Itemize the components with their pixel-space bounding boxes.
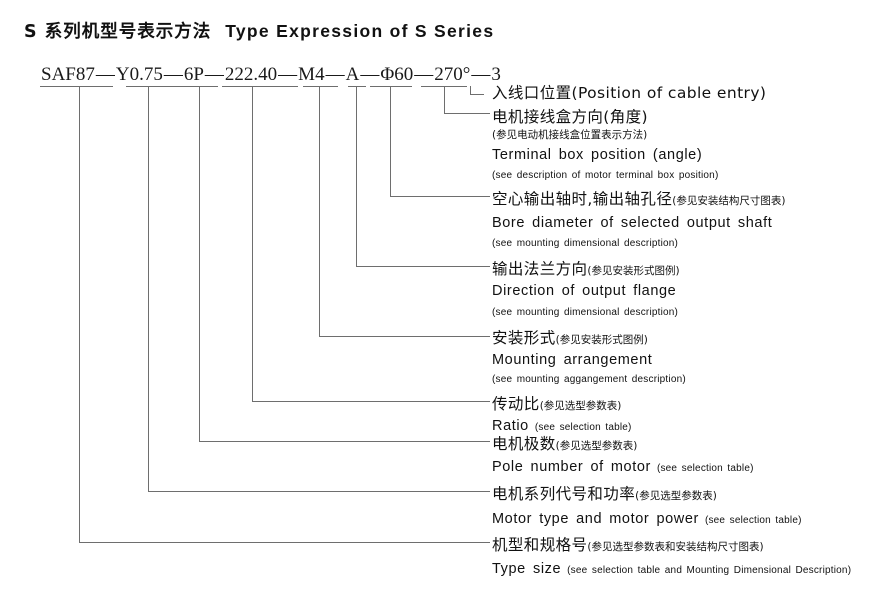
- legend-ratio-en-main: Ratio: [492, 418, 529, 434]
- legend-type-size-cn-main: 机型和规格号: [492, 536, 588, 554]
- code-separator: —: [414, 64, 434, 85]
- legend-type-size-cn-note: (参见选型参数表和安装结构尺寸图表): [587, 541, 764, 553]
- code-separator: —: [471, 64, 491, 85]
- legend-motor-power-cn-main: 电机系列代号和功率: [492, 485, 636, 503]
- leader-vline-mounting: [319, 86, 320, 336]
- leader-vline-terminal-box: [444, 86, 445, 113]
- legend-output-flange-en: Direction of output flange: [492, 283, 677, 299]
- code-token-bore-diameter: Φ60: [380, 64, 414, 85]
- legend-bore-diameter-cn: 空心输出轴时,输出轴孔径(参见安装结构尺寸图表): [492, 187, 785, 209]
- legend-cable-entry-cn: 入线口位置(Position of cable entry): [492, 84, 767, 102]
- legend-pole-number-en-note: (see selection table): [656, 463, 754, 474]
- leader-hline-type-size: [79, 542, 490, 543]
- legend-ratio-cn-main: 传动比: [492, 395, 540, 413]
- code-separator: —: [95, 64, 115, 85]
- code-underline-bore-diameter: [370, 86, 412, 87]
- code-separator: —: [278, 64, 298, 85]
- legend-terminal-box-cn-note: (参见电动机接线盒位置表示方法): [492, 129, 648, 141]
- code-token-ratio: 222.40: [224, 64, 278, 85]
- leader-vline-output-flange: [356, 86, 357, 266]
- legend-output-flange-en-note: (see mounting dimensional description): [492, 307, 679, 318]
- legend-pole-number-en: Pole number of motor (see selection table…: [492, 458, 754, 476]
- legend-terminal-box-en-note: (see description of motor terminal box p…: [492, 170, 719, 181]
- legend-output-flange-cn-note: (参见安装形式图例): [587, 265, 680, 277]
- legend-pole-number-cn-main: 电机极数: [492, 435, 556, 453]
- model-code-row: SAF87—Y0.75—6P—222.40—M4—A—Φ60—270°—3: [40, 64, 502, 86]
- leader-hline-bore-diameter: [390, 196, 490, 197]
- code-underline-type-size: [40, 86, 113, 87]
- legend-ratio-en-note: (see selection table): [534, 422, 632, 433]
- legend-pole-number-en-main: Pole number of motor: [492, 459, 651, 475]
- legend-mounting-cn-main: 安装形式: [492, 329, 556, 347]
- legend-output-flange-cn: 输出法兰方向(参见安装形式图例): [492, 257, 680, 279]
- legend-mounting-cn-note: (参见安装形式图例): [555, 334, 648, 346]
- legend-pole-number-cn: 电机极数(参见选型参数表): [492, 432, 637, 454]
- code-underline-ratio: [222, 86, 298, 87]
- legend-type-size-en: Type size (see selection table and Mounti…: [492, 560, 851, 578]
- legend-bore-diameter-cn-main: 空心输出轴时,输出轴孔径: [492, 190, 673, 208]
- code-token-cable-entry: 3: [491, 64, 501, 85]
- code-separator: —: [204, 64, 224, 85]
- legend-mounting-en-note: (see mounting aggangement description): [492, 374, 686, 385]
- leader-vline-ratio: [252, 86, 253, 401]
- legend-mounting-cn: 安装形式(参见安装形式图例): [492, 326, 648, 348]
- page-title-cn: S 系列机型号表示方法: [24, 22, 212, 42]
- legend-ratio-en: Ratio (see selection table): [492, 417, 632, 435]
- legend-motor-power-cn: 电机系列代号和功率(参见选型参数表): [492, 482, 717, 504]
- legend-bore-diameter-en-note: (see mounting dimensional description): [492, 238, 679, 249]
- legend-motor-power-en-note: (see selection table): [704, 515, 802, 526]
- code-token-type-size: SAF87: [41, 64, 95, 85]
- code-token-motor-power: Y0.75: [115, 64, 163, 85]
- code-token-terminal-box: 270°: [434, 64, 471, 85]
- legend-bore-diameter-en: Bore diameter of selected output shaft: [492, 215, 773, 231]
- leader-vline-cable-entry: [470, 86, 471, 94]
- code-separator: —: [163, 64, 183, 85]
- leader-hline-cable-entry: [470, 94, 484, 95]
- leader-hline-mounting: [319, 336, 490, 337]
- legend-pole-number-cn-note: (参见选型参数表): [555, 440, 638, 452]
- code-underline-output-flange: [348, 86, 366, 87]
- legend-motor-power-en: Motor type and motor power (see selection…: [492, 510, 802, 528]
- legend-bore-diameter-cn-note: (参见安装结构尺寸图表): [672, 195, 786, 207]
- leader-hline-ratio: [252, 401, 490, 402]
- leader-hline-pole-number: [199, 441, 490, 442]
- code-token-output-flange: A: [345, 64, 360, 85]
- legend-motor-power-en-main: Motor type and motor power: [492, 511, 699, 527]
- code-underline-mounting: [303, 86, 338, 87]
- legend-type-size-en-main: Type size: [492, 561, 562, 577]
- code-token-mounting: M4: [298, 64, 325, 85]
- legend-type-size-en-note: (see selection table and Mounting Dimens…: [567, 565, 852, 576]
- leader-vline-type-size: [79, 86, 80, 542]
- legend-mounting-en: Mounting arrangement: [492, 352, 653, 368]
- legend-terminal-box-en: Terminal box position (angle): [492, 147, 703, 163]
- page-title-en: Type Expression of S Series: [225, 21, 495, 41]
- leader-vline-bore-diameter: [390, 86, 391, 196]
- code-underline-pole-number: [187, 86, 218, 87]
- legend-type-size-cn: 机型和规格号(参见选型参数表和安装结构尺寸图表): [492, 533, 764, 555]
- leader-hline-motor-power: [148, 491, 490, 492]
- code-separator: —: [325, 64, 345, 85]
- legend-motor-power-cn-note: (参见选型参数表): [635, 490, 717, 502]
- legend-ratio-cn: 传动比(参见选型参数表): [492, 392, 621, 414]
- leader-vline-pole-number: [199, 86, 200, 441]
- legend-output-flange-cn-main: 输出法兰方向: [492, 260, 588, 278]
- leader-vline-motor-power: [148, 86, 149, 491]
- code-underline-motor-power: [126, 86, 193, 87]
- code-token-pole-number: 6P: [183, 64, 204, 85]
- leader-hline-terminal-box: [444, 113, 490, 114]
- leader-hline-output-flange: [356, 266, 490, 267]
- legend-ratio-cn-note: (参见选型参数表): [539, 400, 622, 412]
- page-title: S 系列机型号表示方法 Type Expression of S Series: [24, 18, 494, 43]
- code-separator: —: [360, 64, 380, 85]
- legend-terminal-box-cn: 电机接线盒方向(角度): [492, 108, 648, 126]
